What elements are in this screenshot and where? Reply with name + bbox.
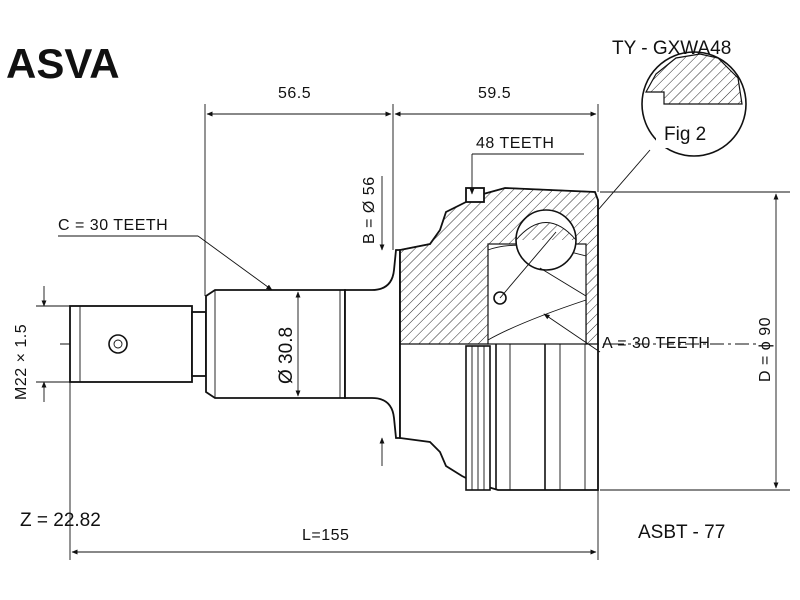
z-value: Z = 22.82 bbox=[20, 510, 101, 531]
shaft-flare bbox=[344, 249, 401, 439]
dim-shaft-dia: Ø 30.8 bbox=[276, 291, 301, 397]
dim-a-30-teeth: A = 30 TEETH bbox=[543, 313, 710, 353]
dia-b-label: B = Ø 56 bbox=[361, 176, 378, 244]
dim-c-30-teeth: C = 30 TEETH bbox=[58, 217, 273, 291]
fig-label: Fig 2 bbox=[664, 124, 706, 145]
ball-cage bbox=[493, 209, 587, 305]
length-label: L=155 bbox=[302, 527, 349, 544]
dim-b-56: B = Ø 56 bbox=[361, 176, 385, 466]
dim-thread: M22 × 1.5 bbox=[13, 286, 70, 402]
threaded-stub bbox=[69, 305, 193, 383]
dim-d-90: D = ϕ 90 bbox=[600, 191, 790, 491]
abs-tone-ring bbox=[465, 345, 491, 491]
retaining-clip bbox=[465, 187, 485, 203]
stub-neck bbox=[191, 311, 207, 377]
dim-59-5: 59.5 bbox=[478, 85, 511, 102]
dia-shaft-label: Ø 30.8 bbox=[276, 327, 297, 384]
dim-56-5: 56.5 bbox=[278, 85, 311, 102]
ref-code: ASBT - 77 bbox=[638, 522, 725, 543]
teeth-c-label: C = 30 TEETH bbox=[58, 217, 168, 234]
teeth-a-label: A = 30 TEETH bbox=[602, 335, 710, 352]
brand-logo: ASVA bbox=[6, 40, 120, 87]
thread-label: M22 × 1.5 bbox=[13, 324, 30, 400]
dia-d-label: D = ϕ 90 bbox=[757, 317, 774, 382]
teeth-48-label: 48 TEETH bbox=[476, 135, 554, 152]
dim-top-lengths: 56.5 59.5 bbox=[204, 85, 599, 296]
dim-overall-length: L=155 bbox=[69, 382, 599, 560]
dim-48-teeth: 48 TEETH bbox=[469, 135, 584, 195]
